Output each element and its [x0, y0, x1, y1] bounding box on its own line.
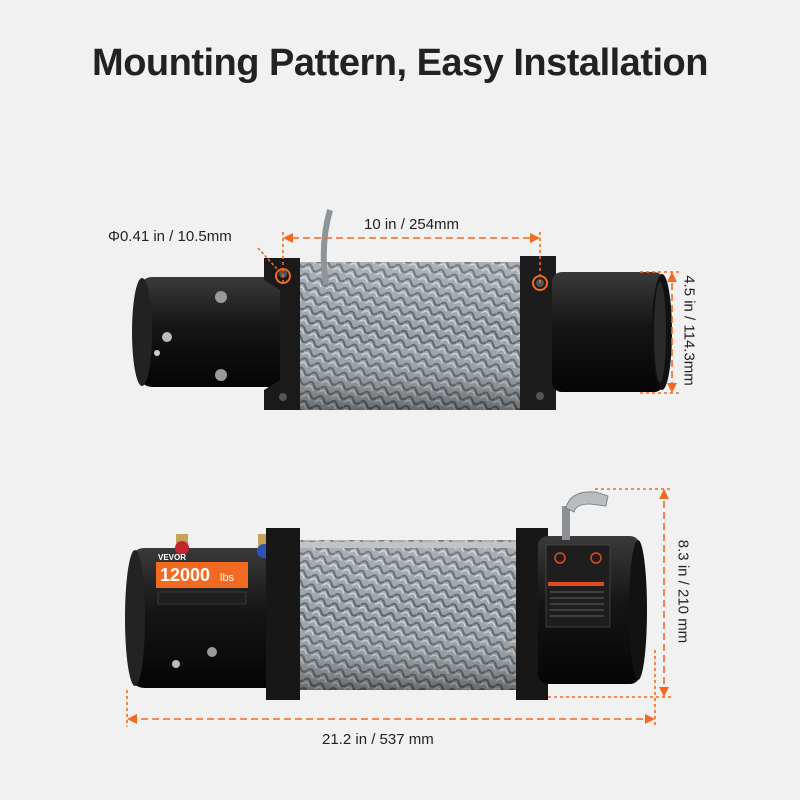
front-length-dimension [126, 650, 656, 727]
front-left-bracket [266, 528, 300, 700]
right-mount-bracket [520, 256, 556, 410]
top-height-label: 4.5 in / 114.3mm [680, 275, 698, 386]
cable-end [320, 209, 333, 286]
top-gearbox [552, 272, 664, 392]
left-mount-bracket [264, 258, 300, 410]
bolt-icon [172, 660, 180, 668]
front-height-label: 8.3 in / 210 mm [674, 539, 692, 644]
tie-bar [290, 542, 530, 548]
top-winch [132, 209, 672, 410]
warning-icon [554, 552, 566, 564]
capacity-value: 12000 [160, 565, 210, 585]
clutch-handle-icon [562, 491, 609, 540]
page-title: Mounting Pattern, Easy Installation [92, 42, 708, 84]
front-height-dimension [548, 488, 672, 698]
bolt-spacing-label: 10 in / 254mm [364, 216, 460, 233]
warning-icon [590, 552, 602, 564]
bolt-icon [215, 369, 227, 381]
capacity-unit: lbs [220, 572, 235, 584]
brand-logo: VEVOR [158, 553, 186, 562]
front-winch: 12000 lbs VEVOR [125, 491, 647, 700]
terminal-positive-icon [175, 534, 189, 555]
top-height-dimension [640, 271, 680, 394]
bolt-icon [215, 291, 227, 303]
bolt-hole-label: Φ0.41 in / 10.5mm [108, 228, 232, 245]
bolt-icon [207, 647, 217, 657]
bolt-icon [162, 332, 172, 342]
capacity-label [156, 562, 248, 588]
bolt-spacing-dimension [257, 232, 548, 291]
front-length-label: 21.2 in / 537 mm [322, 731, 434, 748]
top-motor [138, 277, 288, 387]
